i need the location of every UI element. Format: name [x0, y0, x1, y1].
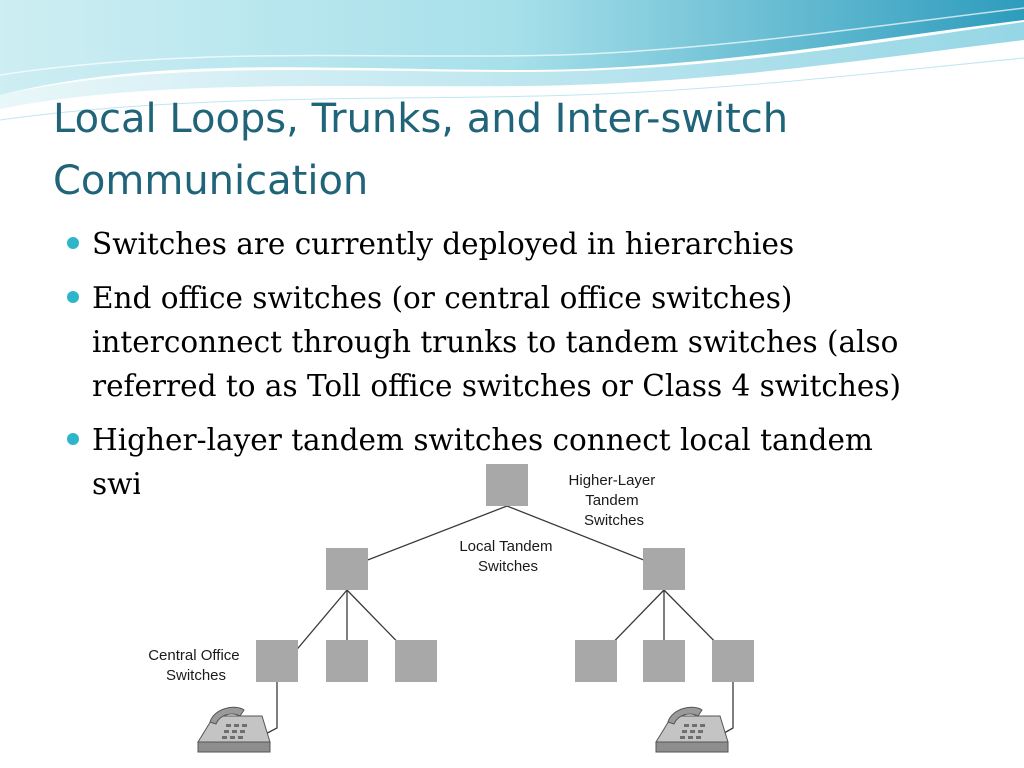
- bullet-text-line: End office switches (or central office s…: [92, 281, 793, 315]
- central-office-switch: [643, 640, 685, 682]
- bullet-dot-icon: [67, 237, 79, 249]
- trunk-line: [506, 505, 665, 569]
- bullet-item: End office switches (or central office s…: [62, 276, 982, 408]
- slide-title-line: Local Loops, Trunks, and Inter-switch: [53, 96, 789, 142]
- central-office-switch: [575, 640, 617, 682]
- telephone-icon: [197, 706, 271, 753]
- header-wave-decoration: [0, 0, 1024, 121]
- bullet-text-line: interconnect through trunks to tandem sw…: [92, 325, 899, 359]
- central-office-switch: [395, 640, 437, 682]
- higher-layer-tandem-switch: [486, 464, 528, 506]
- bullet-dot-icon: [67, 433, 79, 445]
- bullet-text-line: Higher-layer tandem switches connect loc…: [92, 423, 873, 457]
- telephone-icon: [655, 706, 729, 753]
- central-office-label: Central Office Switches: [148, 647, 244, 684]
- bullet-dot-icon: [67, 291, 79, 303]
- central-office-switch: [256, 640, 298, 682]
- bullet-item: Switches are currently deployed in hiera…: [62, 222, 982, 266]
- slide-title: Local Loops, Trunks, and Inter-switch Co…: [53, 88, 953, 212]
- local-tandem-label: Local Tandem Switches: [459, 538, 556, 575]
- bullet-text-line: Switches are currently deployed in hiera…: [92, 227, 795, 261]
- local-tandem-switch: [326, 548, 368, 590]
- trunk-line: [346, 505, 508, 569]
- central-office-switch: [712, 640, 754, 682]
- local-tandem-switch: [643, 548, 685, 590]
- higher-layer-label: Higher-Layer Tandem Switches: [569, 472, 660, 529]
- bullet-item: Higher-layer tandem switches connect loc…: [62, 418, 982, 506]
- bullet-list: Switches are currently deployed in hiera…: [62, 222, 982, 516]
- slide-title-line: Communication: [53, 158, 369, 204]
- central-office-switch: [326, 640, 368, 682]
- bullet-text-line: referred to as Toll office switches or C…: [92, 369, 901, 403]
